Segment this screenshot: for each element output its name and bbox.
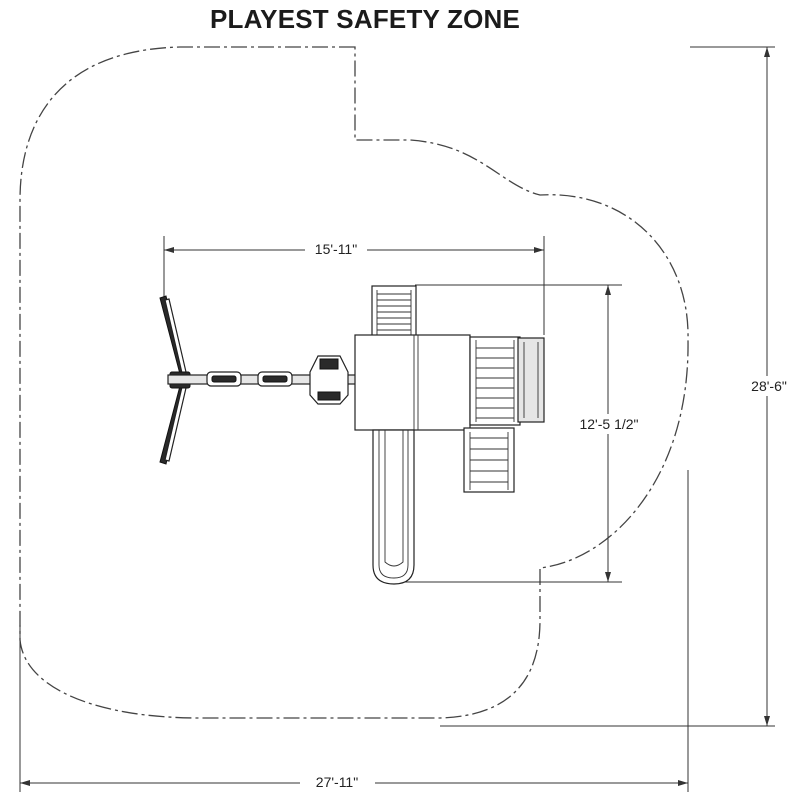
zone-width-dimension: 27'-11" (19, 470, 689, 792)
zone-depth-dimension: 28'-6" (440, 46, 798, 727)
structure-width-label: 15'-11" (315, 241, 357, 257)
swing-beam (167, 355, 357, 405)
zone-width-label: 27'-11" (316, 774, 358, 790)
structure-width-dimension: 15'-11" (163, 236, 545, 335)
diagram-title: PLAYEST SAFETY ZONE (209, 4, 521, 34)
structure-depth-dimension: 12'-5 1/2" (405, 284, 648, 583)
ladder (463, 427, 515, 493)
rock-wall (371, 285, 417, 337)
zone-depth-label: 28'-6" (751, 378, 787, 394)
toddler-swing (309, 355, 349, 405)
tube-slide (372, 429, 415, 585)
side-platform (469, 336, 545, 426)
tower-deck (354, 334, 471, 431)
structure-depth-label: 12'-5 1/2" (579, 416, 638, 432)
safety-zone-outline (19, 46, 689, 719)
